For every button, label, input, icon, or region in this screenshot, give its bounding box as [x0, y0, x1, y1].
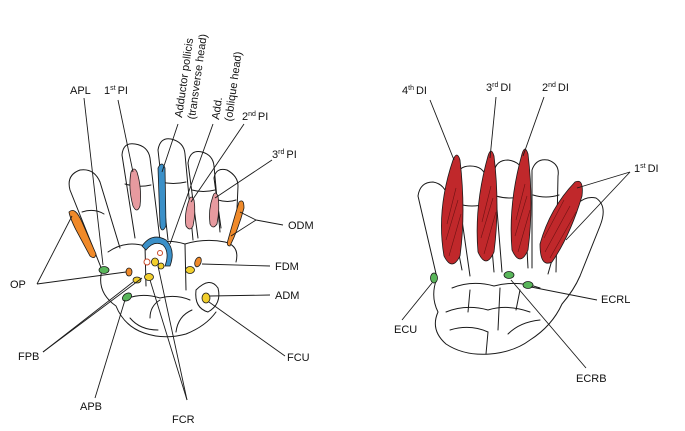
adductor-pollicis-transverse-head-muscle — [157, 163, 167, 231]
palmar-leader-lines — [36, 97, 286, 401]
fcu-tendon — [201, 292, 211, 304]
second-dorsal-interosseous-muscle — [510, 148, 532, 260]
third-dorsal-interosseous-muscle — [476, 150, 498, 262]
label-adductor-transverse: Adductor pollicis(transverse head) — [173, 31, 210, 120]
label-apb: APB — [80, 401, 102, 413]
dorsal-leader-lines — [401, 96, 631, 369]
third-palmar-interosseous-muscle — [209, 192, 220, 228]
fcr-tendon — [144, 273, 154, 281]
ecu-tendon — [430, 272, 438, 284]
fpb-tendon — [132, 276, 142, 284]
label-adductor-oblique: Add.(oblique head) — [210, 49, 245, 122]
apl-tendon — [98, 266, 110, 274]
label-ecu: ECU — [394, 324, 417, 336]
second-palmar-interosseous-muscle — [185, 196, 196, 230]
palmar-vessel-marker-b — [157, 250, 163, 256]
ecrl-tendon — [522, 281, 534, 289]
label-odm: ODM — [288, 220, 314, 232]
adductor-pollicis-oblique-head-muscle — [141, 236, 173, 267]
ecrb-tendon — [503, 271, 515, 279]
first-palmar-interosseous-muscle — [129, 168, 141, 211]
op-tendon — [125, 267, 133, 277]
flexor-digiti-minimi-tendon — [194, 256, 202, 268]
label-adm: ADM — [275, 290, 299, 302]
adm-tendon — [185, 266, 195, 274]
label-fpb: FPB — [18, 351, 39, 363]
label-op: OP — [10, 279, 26, 291]
label-ecrb: ECRB — [576, 373, 607, 385]
label-fcr: FCR — [172, 414, 195, 426]
opponens-pollicis-muscle — [68, 209, 97, 258]
label-fcu: FCU — [287, 352, 310, 364]
opponens-digiti-minimi-muscle — [226, 200, 245, 247]
palmar-vessel-marker-a — [143, 258, 151, 266]
label-ecrl: ECRL — [601, 294, 630, 306]
flexor-tendon-upper — [151, 257, 159, 267]
label-fdm: FDM — [275, 261, 299, 273]
label-apl: APL — [70, 85, 91, 97]
apb-tendon — [122, 292, 132, 302]
fourth-dorsal-interosseous-muscle — [441, 154, 464, 265]
